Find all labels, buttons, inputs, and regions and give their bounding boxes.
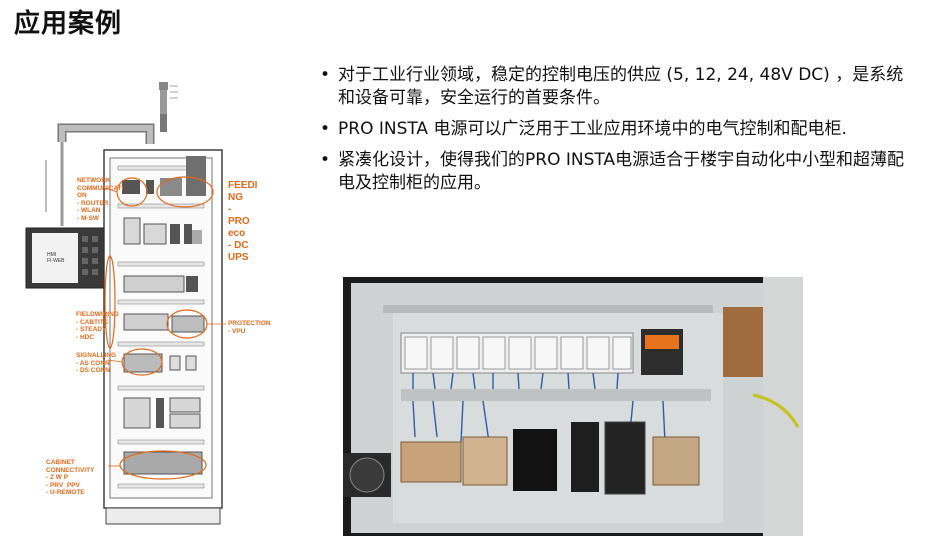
page-title: 应用案例 — [14, 9, 123, 39]
bullet-item: PRO INSTA 电源可以广泛用于工业应用环境中的电气控制和配电柜. — [318, 118, 918, 141]
label-protection: PROTECTION - VPU — [228, 320, 271, 335]
label-fieldwiring: FIELDWIRING - CABTITE - STEADY - HDC — [76, 311, 119, 341]
bullet-item: 紧凑化设计，使得我们的PRO INSTA电源适合于楼宇自动化中小型和超薄配电及控… — [318, 149, 918, 195]
label-cabinet-connectivity: CABINET CONNECTIVITY - Z W P - PRV PPV -… — [46, 459, 95, 496]
label-feeding: FEEDI NG - PRO eco - DC UPS — [228, 180, 258, 263]
label-signalling: SIGNALLING - AS CONN - DS CONN — [76, 352, 117, 374]
label-network-communication: NETWORK COMMUNICATI ON - ROUTER - WLAN -… — [77, 177, 124, 222]
cabinet-diagram — [25, 82, 226, 525]
bullet-list: 对于工业行业领域，稳定的控制电压的供应 (5, 12, 24, 48V DC) … — [318, 64, 918, 203]
label-hmi: HMI FI-WEB — [47, 252, 65, 264]
cabinet-photo — [343, 277, 803, 536]
bullet-item: 对于工业行业领域，稳定的控制电压的供应 (5, 12, 24, 48V DC) … — [318, 64, 918, 110]
